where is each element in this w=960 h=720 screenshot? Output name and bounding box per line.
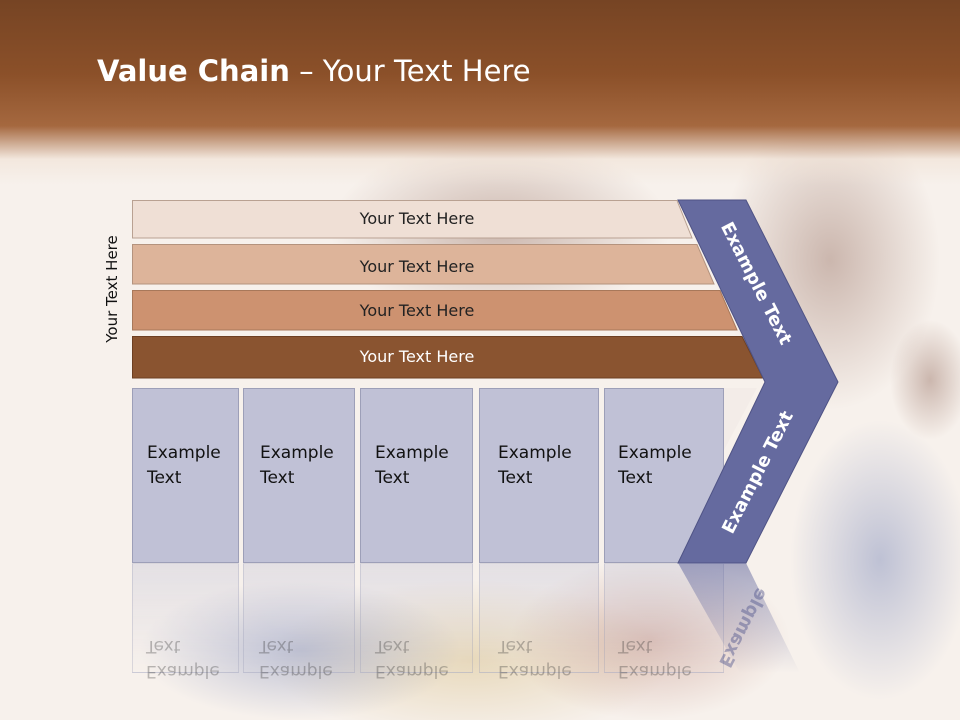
- row-3-shape: [132, 290, 738, 331]
- box-5-line1: Example: [618, 443, 692, 463]
- box-2-line2: Text: [260, 468, 295, 488]
- header-band: [0, 0, 960, 185]
- box-1-line2: Text: [147, 468, 182, 488]
- row-2-shape: [132, 244, 715, 285]
- chevron-shape: [677, 199, 839, 564]
- page-title: Value Chain – Your Text Here: [97, 54, 531, 88]
- row-3-label: Your Text Here: [359, 301, 475, 320]
- title-bold: Value Chain: [97, 54, 290, 88]
- title-rest: – Your Text Here: [289, 54, 531, 88]
- box-4-line2: Text: [498, 468, 533, 488]
- box-4-line1: Example: [498, 443, 572, 463]
- row-2-label: Your Text Here: [359, 257, 475, 276]
- box-5-line2: Text: [618, 468, 653, 488]
- activity-box-3: Example Text: [360, 388, 473, 563]
- activity-box-4: Example Text: [479, 388, 599, 563]
- box-3-line2: Text: [375, 468, 410, 488]
- box-5-edge: [724, 388, 757, 450]
- box-3-line1: Example: [375, 443, 449, 463]
- row-4-label: Your Text Here: [359, 347, 475, 366]
- activity-box-2: Example Text: [243, 388, 355, 563]
- activity-box-1: Example Text: [132, 388, 239, 563]
- row-1-label: Your Text Here: [359, 209, 475, 228]
- row-1-shape: [132, 200, 693, 239]
- box-1-line1: Example: [147, 443, 221, 463]
- box-2-line1: Example: [260, 443, 334, 463]
